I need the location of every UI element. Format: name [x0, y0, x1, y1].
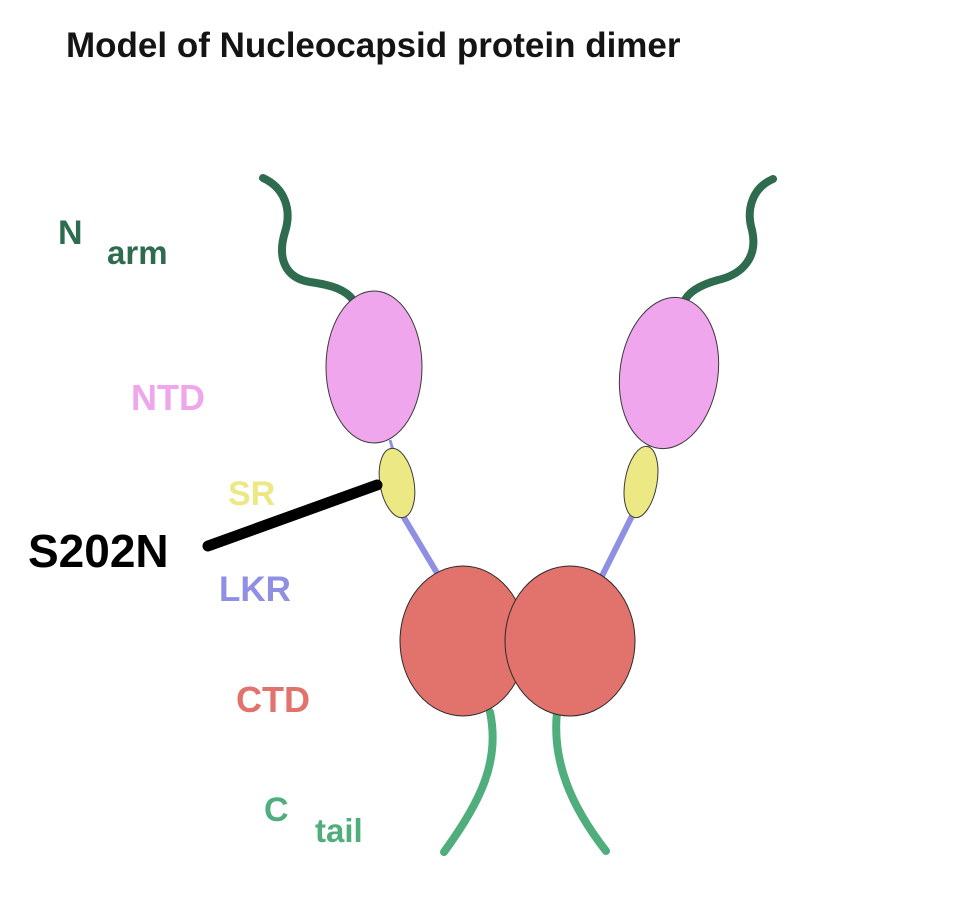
c-tail-right [552, 708, 610, 855]
label-sr: SR [228, 475, 275, 513]
diagram-title: Model of Nucleocapsid protein dimer [66, 26, 681, 65]
sr-domain-right [623, 445, 659, 519]
label-c-tail-sub: tail [315, 812, 363, 849]
c-tail-left [440, 708, 497, 856]
mutation-pointer-line [202, 479, 383, 552]
lkr-linker-left [400, 513, 443, 581]
n-arm-left [259, 174, 357, 304]
lkr-linker-right [597, 513, 635, 583]
label-ctd: CTD [236, 679, 310, 720]
n-arm-right [680, 175, 777, 306]
label-ntd: NTD [131, 377, 205, 418]
label-n-arm: N [58, 214, 83, 252]
label-n-arm-sub: arm [107, 234, 168, 271]
label-lkr: LKR [219, 570, 291, 609]
label-c-tail: C [264, 791, 289, 829]
ntd-domain-right [618, 296, 720, 450]
ntd-domain-left [325, 290, 423, 444]
ctd-domain-right [504, 565, 636, 717]
label-mutation: S202N [28, 525, 169, 577]
